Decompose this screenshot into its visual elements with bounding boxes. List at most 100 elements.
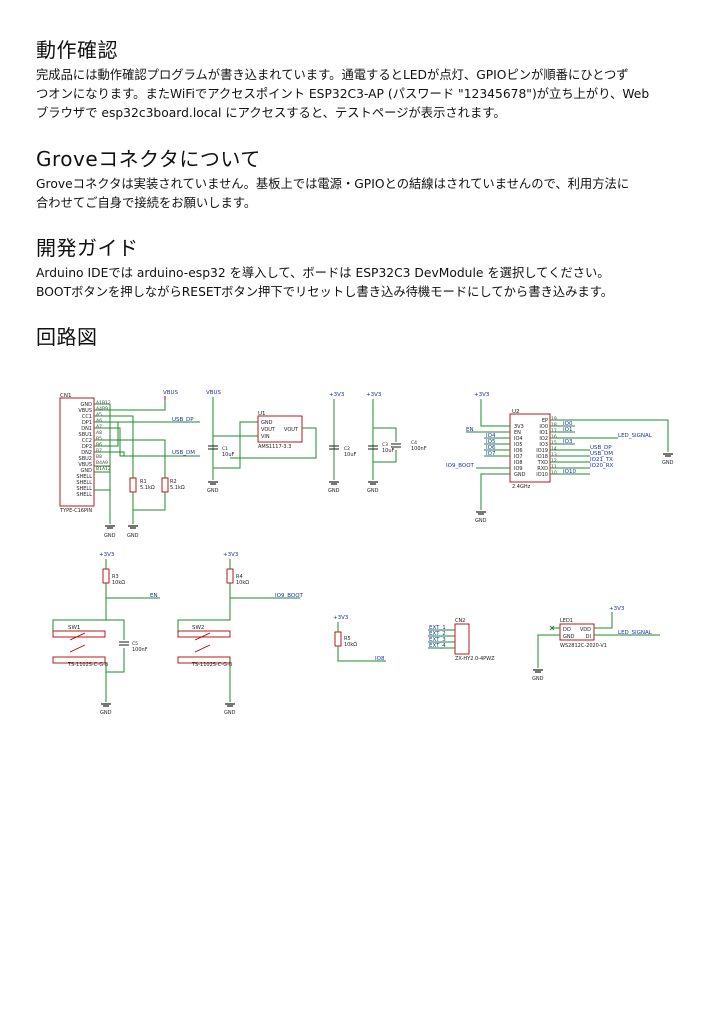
usb-pin-label: GND	[81, 468, 93, 474]
cn2-ref: CN2	[455, 618, 465, 624]
io-net-label: IO10	[563, 469, 576, 475]
gnd-label: GND	[104, 533, 116, 539]
io-net-label: IO7	[486, 451, 496, 457]
u1-part: AMS1117-3.3	[258, 444, 291, 450]
grove-connector: CN2 EXT_1 EXT_2 EXT_3 EXT_4 ZX-HY2.0-4PW…	[428, 618, 495, 662]
usb-pin-label: VBUS	[78, 462, 92, 468]
usb-pin-id: A6	[96, 418, 102, 424]
usb-pin-id: A4B9	[96, 406, 108, 412]
usb-pin-id: B8	[96, 454, 102, 460]
u2-pin-number: 19	[551, 416, 557, 422]
led-pin-label: GND	[563, 634, 575, 640]
u2-pin-label: IO19	[536, 448, 548, 454]
vbus-label: VBUS	[163, 390, 179, 396]
cn1-ref: CN1	[60, 393, 71, 399]
io9-boot-net-label: IO9_BOOT	[275, 593, 304, 599]
paragraph-line: Arduino IDEでは arduino-esp32 を導入して、ボードは E…	[36, 266, 610, 280]
u2-pin-label: TXD	[537, 460, 548, 466]
usb-pin-label: DN1	[81, 426, 92, 432]
v33-label: +3V3	[366, 392, 382, 398]
u2-pin-label: IO18	[536, 454, 548, 460]
gnd-label: GND	[532, 676, 544, 682]
led-pin-label: DO	[563, 627, 571, 633]
rx-net-label: IO20_RX	[590, 463, 614, 469]
usb-pin-id: A5	[96, 412, 102, 418]
r5-value: 10kΩ	[344, 642, 357, 648]
u2-pin-number: 13	[551, 452, 557, 458]
io-net-label: IO5	[486, 439, 496, 445]
u1-pin-label: GND	[261, 420, 273, 426]
io-net-label: IO6	[486, 445, 496, 451]
paragraph-line: 完成品には動作確認プログラムが書き込まれています。通電するとLEDが点灯、GPI…	[36, 68, 629, 82]
usb-pin-id: B4A9	[96, 460, 108, 466]
c1-value: 10uF	[222, 452, 235, 458]
gnd-label: GND	[224, 710, 236, 716]
usb-pin-id: B5	[96, 436, 102, 442]
section-title-schematic: 回路図	[36, 325, 98, 349]
ext-net-label: EXT_3	[429, 637, 446, 643]
r1-ref: R1	[140, 479, 147, 485]
section-title-dev-guide: 開発ガイド	[36, 236, 139, 260]
vbus-label: VBUS	[206, 390, 222, 396]
u2-pin-label: IO4	[514, 436, 523, 442]
led1-ref: LED1	[560, 618, 573, 624]
u2-pin-label: IO5	[514, 442, 523, 448]
usb-dp-net-label: USB_DP	[590, 445, 612, 451]
u2-pin-label: GND	[514, 472, 526, 478]
usb-pin-label: CC1	[82, 414, 92, 420]
paragraph-line: 合わせてご自身で接続をお願いします。	[36, 196, 257, 210]
usb-pin-label: SHELL	[76, 492, 92, 498]
usb-pin-label: SHELL	[76, 486, 92, 492]
gnd-label: GND	[367, 488, 379, 494]
usb-pin-label: DP2	[82, 444, 92, 450]
section-title-operation-check: 動作確認	[36, 38, 118, 62]
u2-ref: U2	[512, 409, 520, 415]
c5-value: 100nF	[132, 647, 148, 653]
en-net-label: EN	[150, 593, 158, 599]
v33-label: +3V3	[223, 552, 239, 558]
usb-pin-id: A7	[96, 424, 102, 430]
led-signal-net-label: LED_SIGNAL	[618, 433, 653, 439]
io-net-label: IO3	[563, 439, 573, 445]
esp32c3-module: +3V3 U2 3V3 EN IO4 IO5 IO6 IO7 IO8 IO9 G…	[446, 392, 674, 524]
c1-ref: C1	[222, 446, 228, 452]
u1-ref: U1	[258, 411, 266, 417]
dev-guide-paragraph: Arduino IDEでは arduino-esp32 を導入して、ボードは E…	[36, 264, 696, 302]
decoupling-capacitors: +3V3 +3V3 C2 10uF C3 10uF C4 100nF GND G…	[328, 392, 427, 494]
cn2-part: ZX-HY2.0-4PWZ	[455, 656, 495, 662]
r4-value: 10kΩ	[236, 580, 249, 586]
ext-net-label: EXT_2	[429, 631, 446, 637]
operation-check-paragraph: 完成品には動作確認プログラムが書き込まれています。通電するとLEDが点灯、GPI…	[36, 66, 696, 123]
led-pin-label: DI	[586, 634, 591, 640]
u2-pin-label: IO0	[539, 424, 548, 430]
usb-pin-label: DP1	[82, 420, 92, 426]
u2-pin-number: 11	[551, 464, 557, 470]
sw1-part: TS-1102S-C-G-B	[67, 662, 109, 668]
grove-paragraph: Groveコネクタは実装されていません。基板上では電源・GPIOとの結線はされて…	[36, 175, 696, 213]
usb-pin-label: CC2	[82, 438, 92, 444]
gnd-label: GND	[207, 488, 219, 494]
u1-vout-label: VOUT	[284, 427, 299, 433]
r5-ref: R5	[344, 636, 351, 642]
u2-pin-number: 17	[551, 428, 557, 434]
led1-part: WS2812C-2020-V1	[560, 643, 607, 649]
usb-pin-label: GND	[81, 402, 93, 408]
voltage-regulator: VBUS U1 GND VOUT VIN VOUT AMS1117-3.3 C1…	[206, 390, 317, 494]
u2-pin-label: IO9	[514, 466, 523, 472]
sw2-part: TS-1102S-C-G-B	[191, 662, 233, 668]
gnd-label: GND	[328, 488, 340, 494]
led-pin-label: VDD	[580, 627, 591, 633]
io8-net-label: IO8	[375, 656, 385, 662]
v33-label: +3V3	[99, 552, 115, 558]
rgb-led: +3V3 LED1 DO VDD GND DI WS2812C-2020-V1 …	[532, 606, 660, 682]
u2-pin-number: 14	[551, 446, 557, 452]
c2-ref: C2	[344, 446, 350, 452]
usb-dm-net-label: USB_DM	[590, 451, 613, 457]
usb-pin-label: VBUS	[78, 408, 92, 414]
usb-c-connector: CN1 GND VBUS CC1 DP1 DN1 SBU1 CC2 DP2 DN…	[59, 393, 200, 524]
u2-pin-label: RXD	[537, 466, 548, 472]
led-signal-net-label: LED_SIGNAL	[618, 630, 653, 636]
u2-pin-label: IO2	[539, 436, 548, 442]
boot-switch-circuit: +3V3 R4 10kΩ IO9_BOOT SW2 TS-1102S-C-G-B…	[177, 552, 304, 716]
ext-net-label: EXT_1	[429, 625, 446, 631]
